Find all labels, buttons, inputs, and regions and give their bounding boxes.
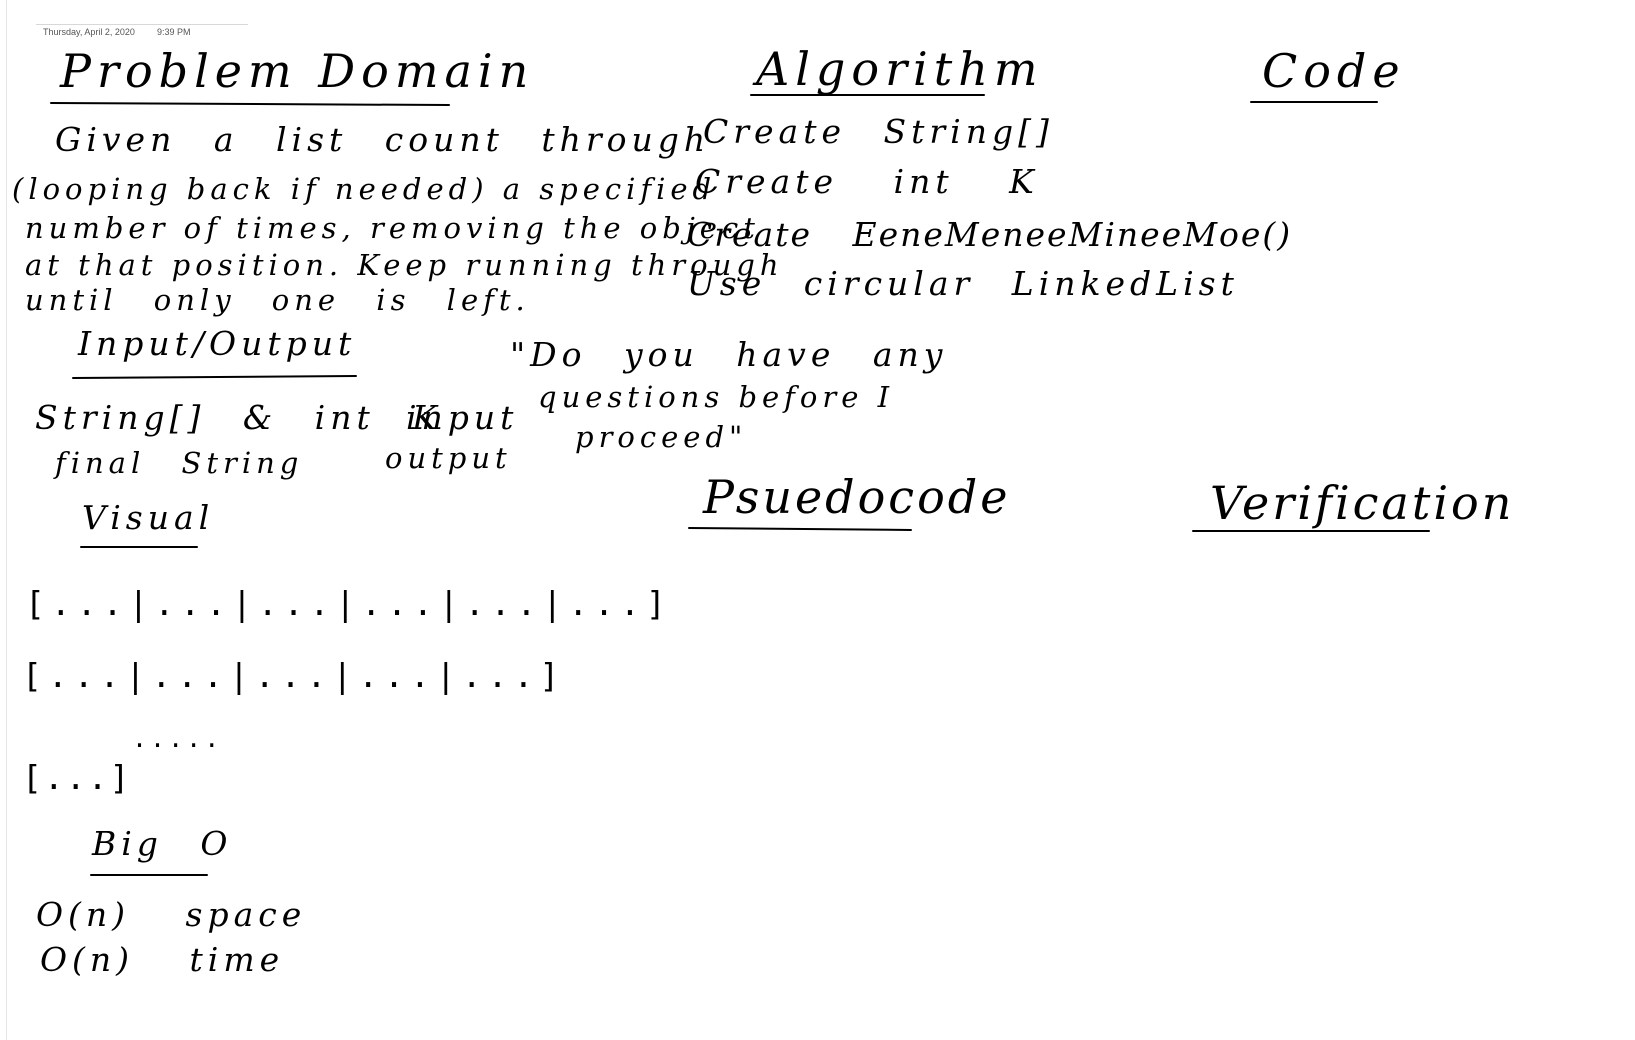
visual-array-row: [...]	[22, 758, 132, 797]
algorithm-title: Algorithm	[756, 42, 1044, 96]
visual-title: Visual	[82, 498, 215, 537]
input-label: input	[406, 398, 519, 437]
page-time: 9:39 PM	[157, 27, 191, 37]
verification-title: Verification	[1210, 476, 1515, 530]
big-o-title: Big O	[92, 824, 233, 863]
big-o-line: O(n) time	[40, 940, 285, 979]
algorithm-line: Create EeneMeneeMineeMoe()	[687, 215, 1293, 254]
page-date: Thursday, April 2, 2020	[43, 27, 135, 37]
visual-array-row: [...|...|...|...|...]	[22, 656, 566, 695]
quote-line: "Do you have any	[510, 335, 948, 374]
visual-array-row: [...|...|...|...|...|...]	[25, 584, 672, 623]
algorithm-line: Create String[]	[703, 112, 1054, 151]
header-divider	[36, 24, 248, 25]
input-output-title: Input/Output	[78, 324, 357, 363]
visual-underline	[80, 546, 198, 548]
problem-domain-title: Problem Domain	[60, 44, 535, 98]
problem-line: (looping back if needed) a specified	[12, 172, 717, 206]
pseudocode-underline	[687, 527, 913, 531]
output-label: output	[385, 441, 512, 475]
big-o-line: O(n) space	[36, 895, 307, 934]
verification-underline	[1192, 530, 1430, 532]
quote-line: proceed"	[575, 420, 748, 454]
problem-line: number of times, removing the object	[25, 211, 760, 245]
problem-line: at that position. Keep running through	[25, 248, 784, 282]
input-output-underline	[71, 375, 358, 379]
problem-line: Given a list count through	[55, 120, 711, 159]
output-value: final String	[55, 446, 304, 480]
code-underline	[1250, 101, 1378, 103]
quote-line: questions before I	[538, 380, 895, 414]
algorithm-line: Use circular LinkedList	[687, 264, 1239, 303]
visual-ellipsis: .....	[132, 724, 223, 753]
problem-domain-underline	[49, 101, 451, 107]
input-value: String[] & int K	[35, 398, 442, 437]
code-title: Code	[1262, 44, 1406, 98]
algorithm-underline	[750, 94, 985, 96]
problem-line: until only one is left.	[25, 283, 530, 317]
big-o-underline	[90, 874, 208, 876]
page-margin-rule	[6, 0, 7, 1040]
algorithm-line: Create int K	[695, 162, 1039, 201]
pseudocode-title: Psuedocode	[703, 470, 1011, 524]
